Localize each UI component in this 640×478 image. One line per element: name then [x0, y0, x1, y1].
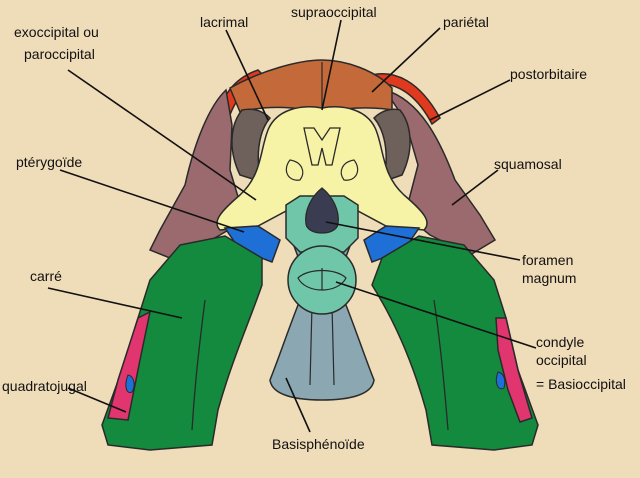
leader-squamosal	[451, 169, 499, 206]
blue-spot-right	[495, 371, 506, 390]
exoccipital-left	[231, 108, 272, 184]
leader-lacrimal	[225, 29, 269, 121]
label-quadratojugal: quadratojugal	[2, 378, 87, 394]
supraoccipital-lobe-left	[285, 159, 304, 181]
blue-spot-left	[125, 374, 135, 394]
label-parietal: pariétal	[443, 14, 489, 30]
carre-left-ridge	[191, 299, 206, 431]
exoccipital-right	[372, 108, 411, 184]
label-squamosal: squamosal	[494, 156, 562, 172]
leader-foramen	[325, 221, 521, 261]
leader-lines	[47, 19, 537, 433]
label-condyle-2: occipital	[536, 352, 587, 368]
leader-parietal	[371, 27, 441, 93]
label-exoccipital-1: exoccipital ou	[14, 24, 99, 40]
label-basioccipital: = Basioccipital	[536, 376, 626, 392]
leader-quadratojugal	[67, 387, 127, 413]
foramen-magnum	[305, 187, 339, 234]
leader-carre	[47, 287, 183, 319]
carre-right	[371, 235, 539, 451]
basisphenoide	[269, 229, 375, 401]
carre-left	[101, 235, 263, 451]
leader-basisphenoide	[285, 377, 311, 433]
label-postorbitaire: postorbitaire	[510, 66, 588, 82]
carre-right-ridge	[433, 299, 449, 431]
label-condyle-1: condyle	[536, 334, 585, 350]
label-exoccipital-2: paroccipital	[24, 46, 95, 62]
leader-postorbitaire	[429, 79, 511, 121]
basisphenoide-ridge	[309, 304, 335, 386]
quadratojugal-right	[495, 317, 533, 423]
supraoccipital-m	[303, 127, 341, 166]
label-pterygoide: ptérygoïde	[16, 154, 83, 170]
leader-pterygoide	[59, 169, 245, 233]
label-lacrimal: lacrimal	[200, 14, 249, 30]
label-foramen-2: magnum	[522, 270, 577, 286]
quadratojugal-left	[107, 310, 152, 421]
label-supraoccipital: supraoccipital	[291, 4, 377, 20]
supraoccipital-lobe-right	[340, 159, 359, 181]
label-carre: carré	[30, 268, 62, 284]
leader-condyle	[335, 281, 537, 349]
leader-exoccipital	[67, 69, 257, 201]
label-basisphenoide: Basisphénoïde	[272, 436, 365, 452]
leader-supraoccipital	[321, 19, 342, 111]
label-foramen-1: foramen	[522, 252, 574, 268]
